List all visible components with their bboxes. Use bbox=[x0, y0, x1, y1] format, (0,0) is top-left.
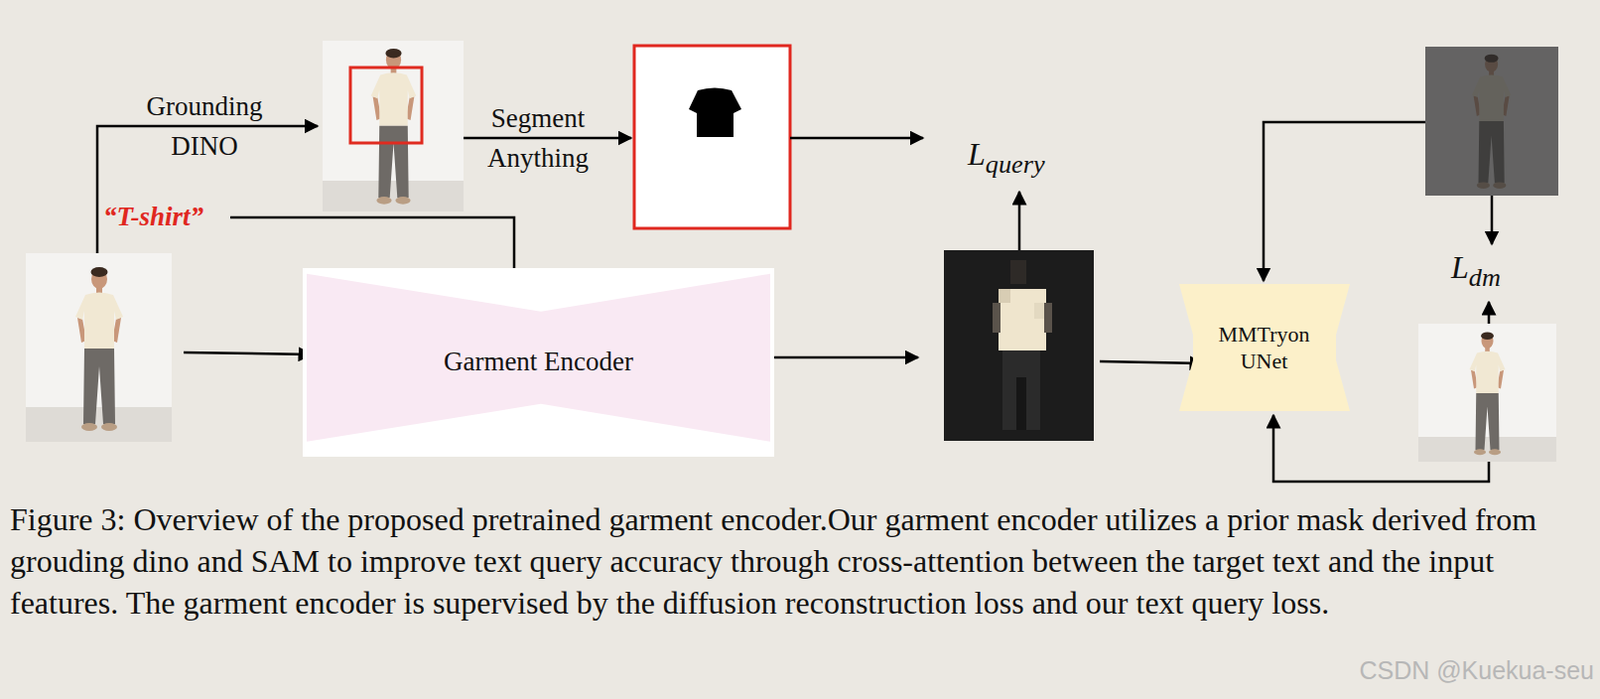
arrow bbox=[1490, 195, 1494, 245]
feature-pixels bbox=[998, 288, 1047, 351]
target-photo bbox=[1418, 323, 1557, 462]
arrow bbox=[183, 352, 312, 355]
step-label: Segment Anything bbox=[458, 98, 618, 178]
unet-block: MMTryon UNet bbox=[1179, 283, 1350, 411]
arrow bbox=[1263, 122, 1426, 281]
feature-pixels bbox=[1044, 302, 1053, 333]
step-label: Grounding DINO bbox=[130, 86, 279, 166]
arrow bbox=[1099, 361, 1203, 364]
arrow bbox=[1487, 301, 1491, 324]
feature-pixels bbox=[1016, 377, 1027, 430]
figure-caption: Figure 3: Overview of the proposed pretr… bbox=[9, 498, 1589, 624]
grounding-photo bbox=[322, 40, 464, 212]
arrow bbox=[774, 356, 919, 360]
photo-floor bbox=[25, 406, 172, 442]
person-figure bbox=[371, 48, 417, 205]
subscript: dm bbox=[1468, 263, 1501, 292]
photo-floor bbox=[322, 180, 464, 212]
feature-pixels bbox=[998, 288, 1011, 303]
person-figure bbox=[75, 266, 124, 431]
photo-floor bbox=[1418, 436, 1557, 462]
symbol: L bbox=[1451, 249, 1469, 285]
symbol: L bbox=[967, 135, 986, 172]
watermark: CSDN @Kuekua-seu bbox=[1358, 655, 1595, 685]
encoder-block: Garment Encoder bbox=[302, 267, 775, 457]
node-outline bbox=[1179, 283, 1350, 411]
node-outline bbox=[306, 273, 771, 442]
shirt-mask bbox=[688, 88, 742, 138]
masked-photo bbox=[1425, 46, 1559, 196]
arrow bbox=[1273, 414, 1489, 482]
person-figure bbox=[1469, 332, 1506, 456]
node-label: MMTryon UNet bbox=[1214, 320, 1315, 376]
loss-label: Lquery bbox=[967, 136, 1046, 174]
arrow bbox=[790, 136, 924, 140]
subscript: query bbox=[985, 149, 1046, 179]
node-label: Garment Encoder bbox=[443, 345, 634, 380]
photo-dim bbox=[1425, 46, 1559, 196]
feature-pixels bbox=[992, 302, 1001, 333]
text-prompt: “T-shirt” bbox=[103, 198, 204, 235]
arrow bbox=[463, 136, 632, 140]
feature-pixels bbox=[1010, 260, 1027, 284]
feature-pixels bbox=[1002, 350, 1041, 430]
feature-map bbox=[943, 250, 1094, 441]
input-photo bbox=[25, 253, 172, 442]
node-shape bbox=[1179, 283, 1350, 411]
mask-image bbox=[634, 45, 791, 229]
arrow bbox=[1018, 191, 1022, 251]
loss-label: Ldm bbox=[1451, 250, 1501, 287]
detection-box bbox=[350, 67, 422, 143]
